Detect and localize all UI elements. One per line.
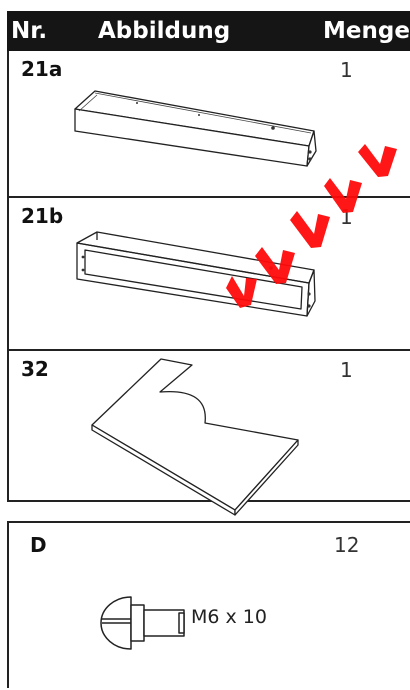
cutout-plate-drawing [91,358,299,516]
hardware-letter: D [30,533,47,557]
rail-beam-drawing [74,90,317,167]
parts-table: 21a 1 21b 1 [7,51,410,516]
hardware-quantity: 12 [334,533,360,557]
header-nr: Nr. [11,18,48,44]
parts-table-header: Nr. Abbildung Menge [7,11,410,51]
part-number: 21b [21,204,64,228]
header-abbildung: Abbildung [98,18,231,44]
header-menge: Menge [323,18,410,44]
frame-beam-drawing [76,231,316,317]
screw-size-label: M6 x 10 [191,606,267,628]
part-quantity: 1 [340,358,353,382]
part-row: 21b 1 [9,198,410,351]
hardware-box: D 12 M6 x 10 [7,521,410,688]
part-row: 21a 1 [9,51,410,198]
part-row: 32 1 [9,351,410,516]
part-number: 32 [21,357,49,381]
screw-drawing [100,596,185,650]
part-number: 21a [21,57,63,81]
part-quantity: 1 [340,58,353,82]
